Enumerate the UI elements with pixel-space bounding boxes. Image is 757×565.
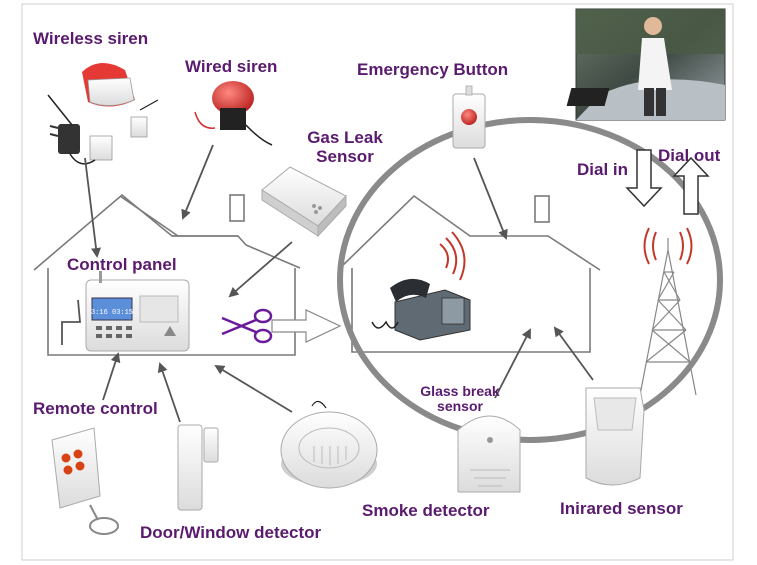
communication-circle [337, 117, 723, 443]
glass-break-sensor-icon [457, 415, 521, 493]
glass-break-label-line2: sensor [437, 398, 483, 414]
door-window-detector-icon [177, 424, 219, 511]
wireless-siren-label: Wireless siren [33, 29, 149, 48]
door-window-detector-label: Door/Window detector [140, 523, 322, 542]
dial-out-arrow [672, 156, 710, 215]
gas-leak-sensor-icon [261, 166, 347, 238]
telephone-icon [371, 278, 471, 341]
gas-leak-sensor-label: Gas Leak Sensor [300, 129, 390, 165]
wired-siren-label: Wired siren [185, 57, 278, 76]
glass-break-label-line1: Glass break [420, 383, 500, 399]
right-house [337, 194, 601, 353]
dial-in-arrow [625, 149, 663, 208]
wireless-siren-icon [47, 62, 159, 165]
control-panel-label: Control panel [67, 255, 177, 274]
control-panel-device [85, 271, 190, 352]
remote-control-icon [51, 427, 119, 535]
emergency-button-label: Emergency Button [357, 60, 509, 79]
smoke-detector-label: Smoke detector [362, 501, 490, 520]
infrared-sensor-icon [585, 387, 645, 486]
dial-in-label: Dial in [577, 160, 629, 179]
dial-out-label: Dial out [658, 146, 721, 165]
scissors-icon [221, 308, 273, 344]
gas-leak-label-line2: Sensor [316, 147, 374, 166]
line-to-phone-arrow [271, 309, 342, 343]
connection-arrows [61, 144, 594, 423]
remote-control-label: Remote control [33, 399, 158, 418]
businessman-photo [566, 8, 726, 121]
emergency-button-icon [452, 85, 486, 149]
gas-leak-label-line1: Gas Leak [307, 128, 383, 147]
antenna-tower [639, 238, 697, 396]
infrared-sensor-label: Inirared sensor [560, 499, 683, 518]
phone-signal-icon [439, 231, 466, 281]
antenna-signal-icon [643, 227, 693, 265]
glass-break-sensor-label: Glass break sensor [414, 384, 506, 413]
smoke-detector-icon [280, 400, 378, 489]
outer-border [21, 3, 734, 561]
panel-screen-readout: 3:16 03:15 [91, 309, 133, 317]
wired-siren-icon [194, 81, 273, 146]
left-house [33, 193, 301, 356]
